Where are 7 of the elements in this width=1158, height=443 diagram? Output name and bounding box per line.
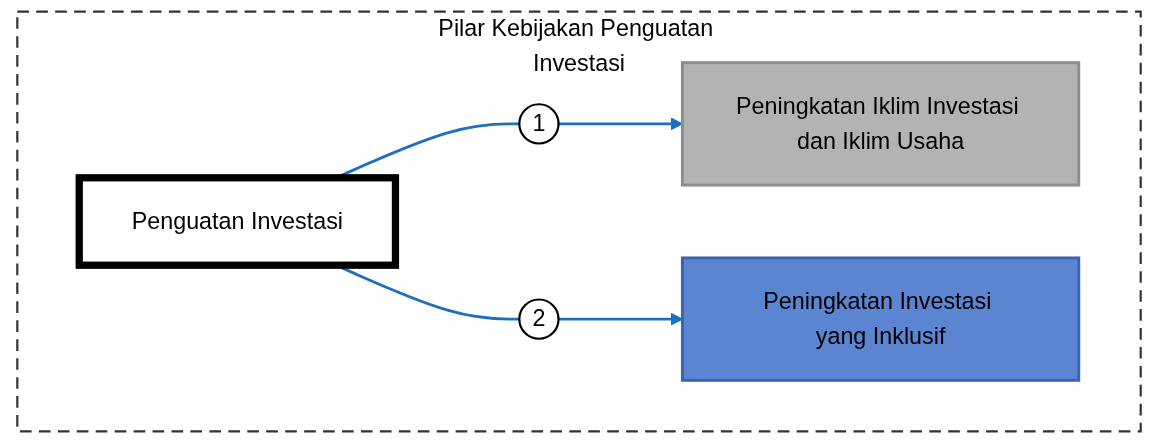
node-circle: 2 <box>518 298 560 340</box>
node-box: Peningkatan Investasi yang Inklusif <box>680 256 1081 382</box>
arrow <box>558 117 683 131</box>
node-box: Peningkatan Iklim Investasi dan Iklim Usaha <box>680 61 1081 187</box>
arrow <box>558 312 683 326</box>
node-circle: 1 <box>518 103 560 145</box>
node-box: Penguatan Investasi <box>75 174 400 269</box>
